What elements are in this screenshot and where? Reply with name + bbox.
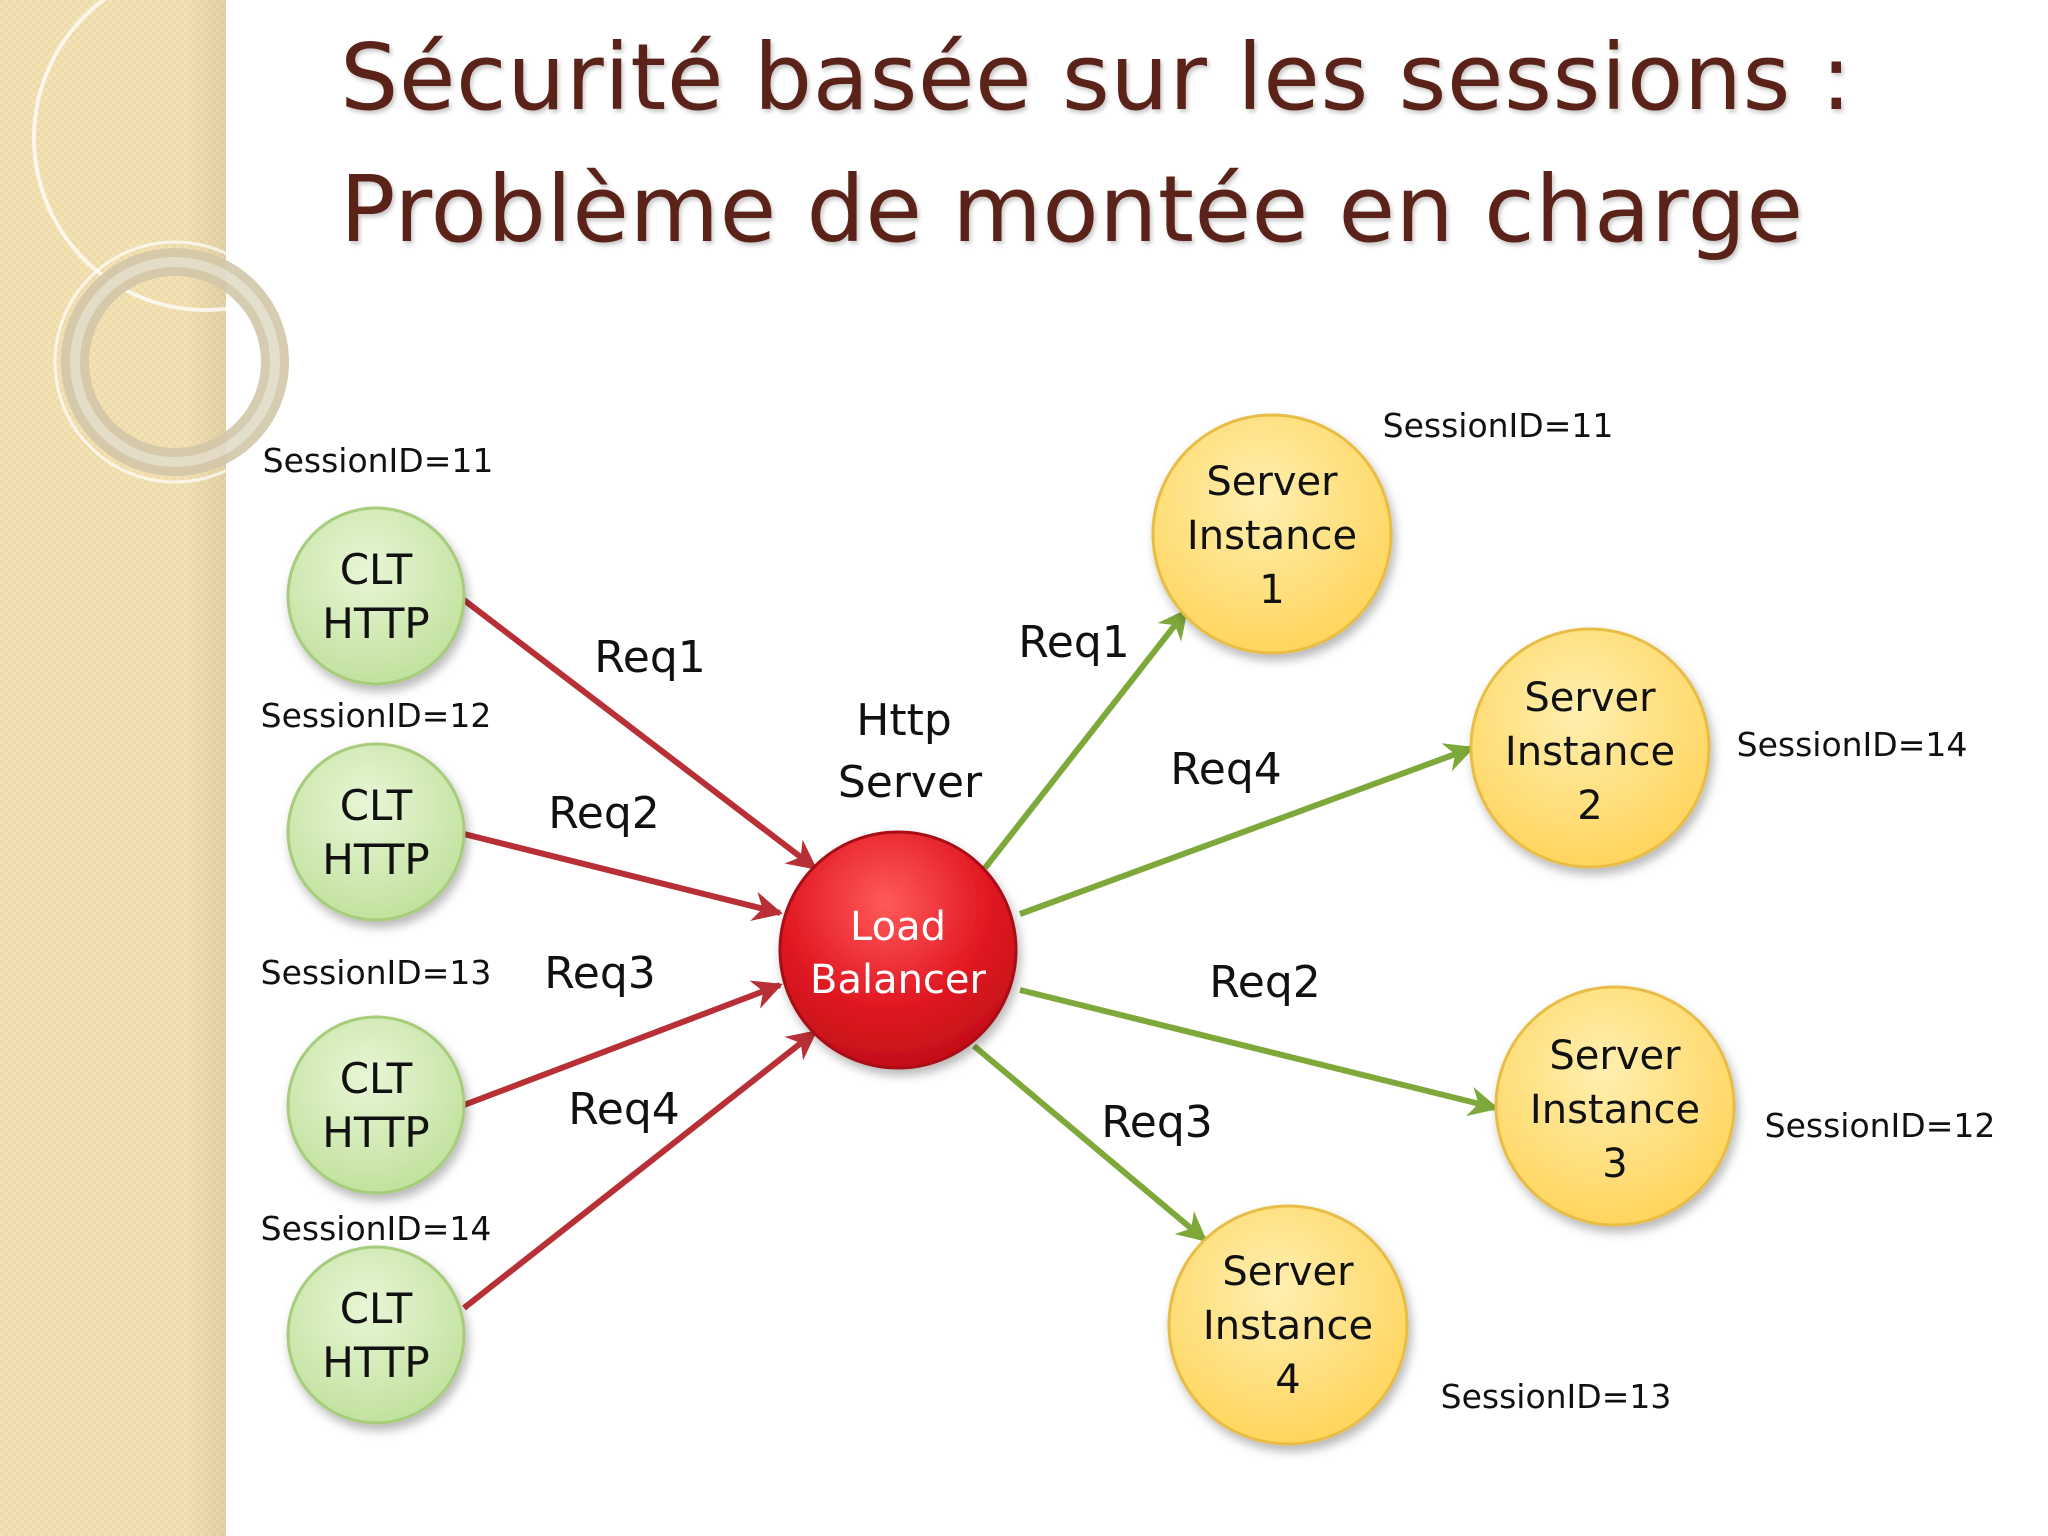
http-server-caption-line1: Http <box>856 695 952 746</box>
server-label-line1: Server <box>1222 1249 1354 1295</box>
client-node <box>286 1245 466 1425</box>
slide-title: Sécurité basée sur les sessions : Problè… <box>340 12 2000 276</box>
client-label-line1: CLT <box>340 1284 413 1333</box>
client-label-line2: HTTP <box>322 1338 429 1387</box>
incoming-request-label: Req1 <box>594 632 706 683</box>
server-label-line2: Instance <box>1530 1087 1700 1133</box>
server-node <box>1494 985 1736 1227</box>
client-node <box>286 1015 466 1195</box>
server-node <box>1151 413 1393 655</box>
server-session-label: SessionID=11 <box>1383 406 1614 445</box>
server-session-label: SessionID=13 <box>1441 1377 1672 1416</box>
server-label-line2: Instance <box>1187 513 1357 559</box>
server-session-label: SessionID=14 <box>1737 725 1968 764</box>
client-label-line2: HTTP <box>322 835 429 884</box>
client-label-line1: CLT <box>340 545 413 594</box>
client-node <box>286 506 466 686</box>
client-session-label: SessionID=11 <box>263 441 494 480</box>
client-label-line2: HTTP <box>322 1108 429 1157</box>
server-label-line2: Instance <box>1505 729 1675 775</box>
server-node <box>1469 627 1711 869</box>
title-line-2: Problème de montée en charge <box>340 156 1804 263</box>
server-label-line3: 1 <box>1259 567 1284 613</box>
outgoing-request-label: Req2 <box>1209 957 1321 1008</box>
server-label-line2: Instance <box>1203 1303 1373 1349</box>
client-node <box>286 742 466 922</box>
client-session-label: SessionID=13 <box>261 953 492 992</box>
server-label-line3: 4 <box>1275 1357 1300 1403</box>
arrow-balancer-to-server3 <box>1019 987 1499 1117</box>
server-label-line1: Server <box>1524 675 1656 721</box>
client-label-line1: CLT <box>340 781 413 830</box>
incoming-arrows <box>462 597 818 1311</box>
arrow-balancer-to-server2 <box>1018 743 1475 917</box>
outgoing-request-label: Req1 <box>1018 617 1130 668</box>
http-server-caption-line2: Server <box>838 757 983 808</box>
client-label-line1: CLT <box>340 1054 413 1103</box>
outgoing-request-label: Req3 <box>1101 1097 1213 1148</box>
client-session-label: SessionID=14 <box>261 1209 492 1248</box>
server-label-line1: Server <box>1206 459 1338 505</box>
arrow-client3-to-balancer <box>462 980 783 1108</box>
load-balancer-label-line1: Load <box>850 904 946 950</box>
incoming-request-label: Req4 <box>568 1084 680 1135</box>
server-label-line3: 2 <box>1577 783 1602 829</box>
server-session-label: SessionID=12 <box>1765 1106 1996 1145</box>
incoming-request-label: Req2 <box>548 788 660 839</box>
client-session-label: SessionID=12 <box>261 696 492 735</box>
arrow-balancer-to-server4 <box>972 1043 1208 1243</box>
server-label-line3: 3 <box>1602 1141 1627 1187</box>
title-line-1: Sécurité basée sur les sessions : <box>340 24 1853 131</box>
load-balancer-label-line2: Balancer <box>810 957 987 1003</box>
server-node <box>1167 1204 1409 1446</box>
arrow-client4-to-balancer <box>462 1029 818 1311</box>
server-label-line1: Server <box>1549 1033 1681 1079</box>
incoming-request-label: Req3 <box>544 948 656 999</box>
client-label-line2: HTTP <box>322 599 429 648</box>
arrow-client2-to-balancer <box>463 831 783 922</box>
outgoing-arrows <box>972 608 1499 1243</box>
load-balancer-node <box>778 830 1018 1070</box>
arrow-client1-to-balancer <box>462 597 818 871</box>
arrow-balancer-to-server1 <box>982 608 1189 870</box>
outgoing-request-label: Req4 <box>1170 744 1282 795</box>
decorative-rings <box>32 0 380 484</box>
